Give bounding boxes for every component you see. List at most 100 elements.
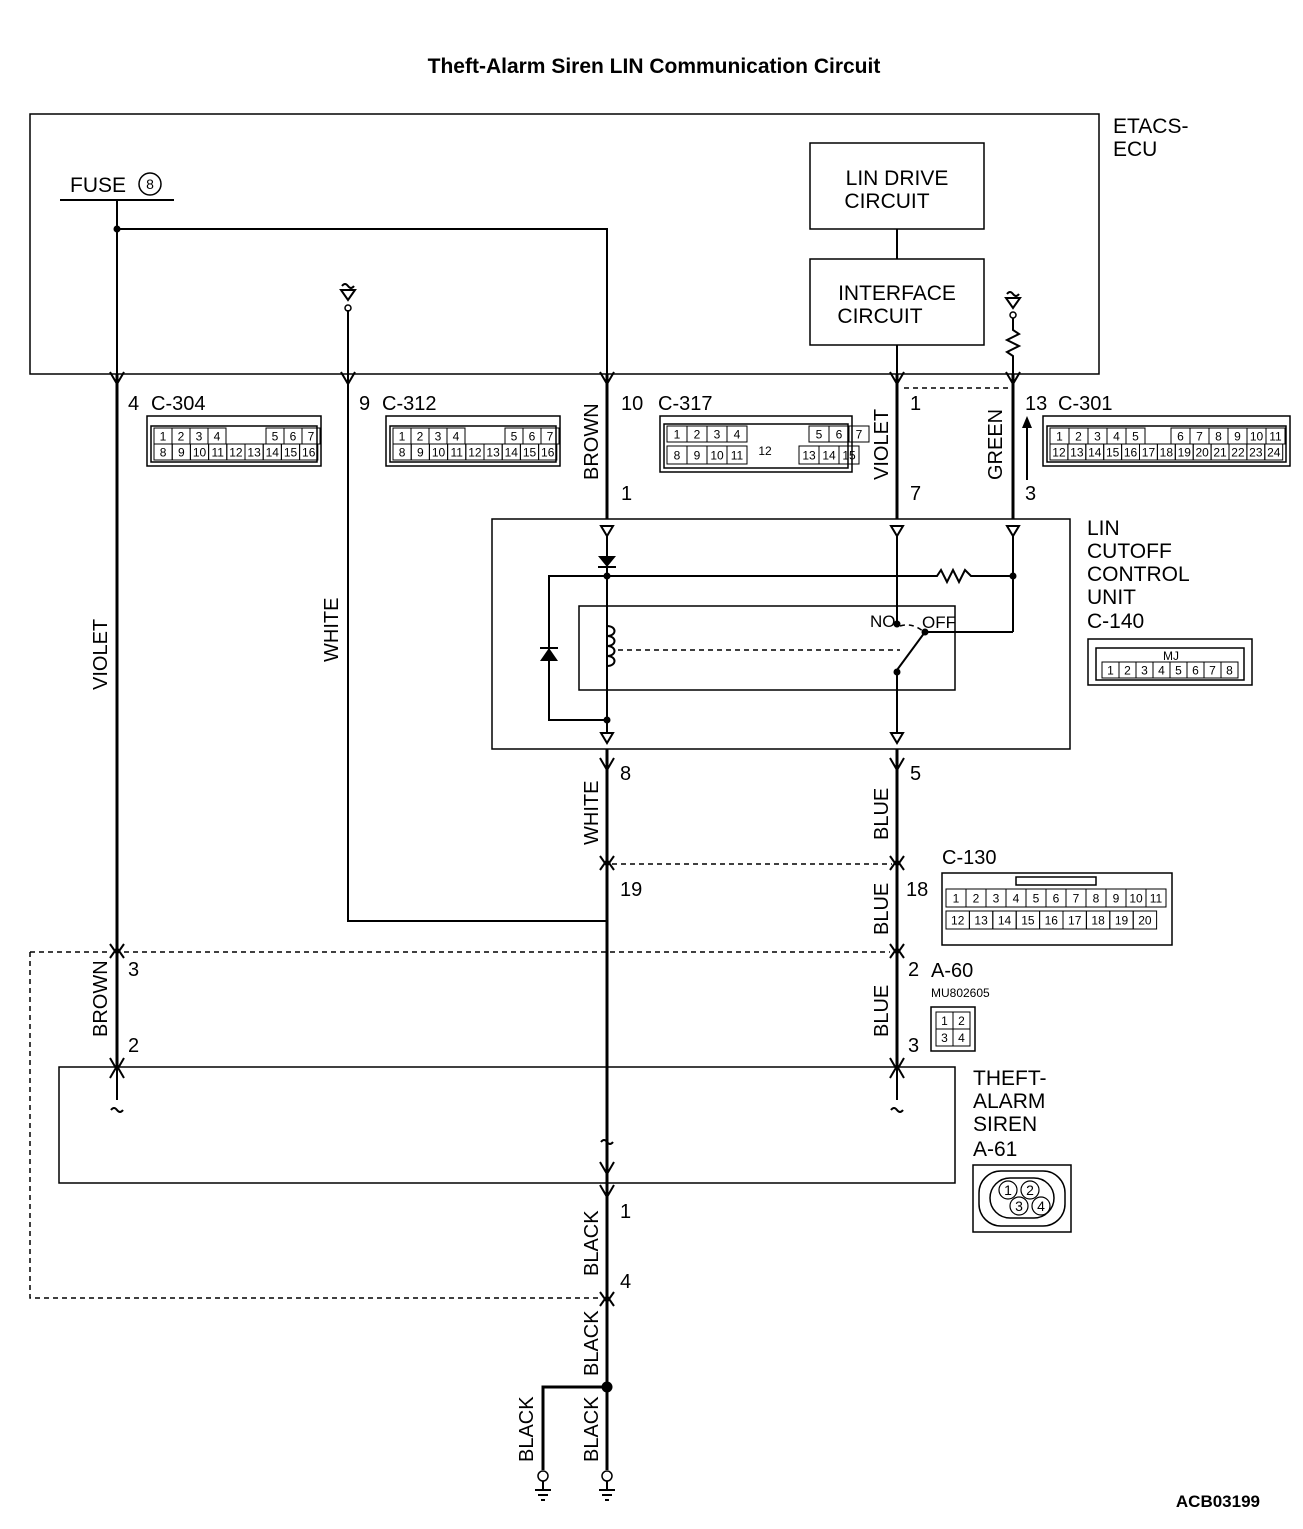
connector-pin-number: 7 bbox=[1073, 892, 1080, 906]
interface-label-2: CIRCUIT bbox=[837, 305, 922, 328]
a61-pin-number: 3 bbox=[1015, 1198, 1023, 1214]
connector-pin-number: 15 bbox=[842, 449, 856, 463]
connector-pin-cell bbox=[848, 425, 870, 443]
siren-connector: A-61 bbox=[973, 1138, 1017, 1161]
connector-pin-number: 4 bbox=[734, 428, 741, 442]
connector-pin-number: 12 bbox=[951, 914, 965, 928]
connector-pin-number: 9 bbox=[1234, 430, 1241, 444]
connector-pin-number: 1 bbox=[941, 1014, 948, 1028]
connector-pin-number: 2 bbox=[417, 430, 424, 444]
connector-pin-number: 4 bbox=[1158, 664, 1165, 678]
connector-pin-number: 4 bbox=[453, 430, 460, 444]
siren-pin-blue: 3 bbox=[908, 1035, 919, 1057]
connector-pin-number: 14 bbox=[998, 914, 1012, 928]
a61-pin-number: 4 bbox=[1037, 1198, 1045, 1214]
wire-blue-2: BLUE bbox=[871, 883, 893, 935]
connector-pin-cell bbox=[1132, 910, 1158, 930]
connector-pin-number: 8 bbox=[160, 446, 167, 460]
connector-pin-number: 10 bbox=[1250, 430, 1264, 444]
wire-black-1: BLACK bbox=[581, 1210, 603, 1276]
connector-pin-number: 13 bbox=[1070, 446, 1084, 460]
connector-pin-number: 2 bbox=[1075, 430, 1082, 444]
diagram-id: ACB03199 bbox=[1176, 1492, 1260, 1511]
lin-drive-label-1: LIN DRIVE bbox=[846, 167, 949, 190]
connector-pin-number: 4 bbox=[1013, 892, 1020, 906]
a61-pin-number: 1 bbox=[1004, 1182, 1012, 1198]
connector-pin-cell bbox=[726, 425, 748, 443]
connector-pin-number: 10 bbox=[193, 446, 207, 460]
connector-pin-number: 1 bbox=[399, 430, 406, 444]
wire-brown-2: BROWN bbox=[90, 960, 112, 1037]
interface-label-1: INTERFACE bbox=[838, 282, 956, 305]
connector-pin-number: 16 bbox=[541, 446, 555, 460]
c140-tag: MJ bbox=[1163, 649, 1179, 663]
connector-pin-cell bbox=[838, 445, 860, 465]
connector-pin-number: 13 bbox=[247, 446, 261, 460]
siren-label-2: ALARM bbox=[973, 1090, 1045, 1113]
lin-in-pin-1: 1 bbox=[621, 483, 632, 505]
connector-pin-number: 12 bbox=[229, 446, 243, 460]
wire-blue-3: BLUE bbox=[871, 985, 893, 1037]
connector-pin-number: 5 bbox=[1033, 892, 1040, 906]
connector-pin-number: 15 bbox=[1021, 914, 1035, 928]
connector-pin-number: 4 bbox=[214, 430, 221, 444]
connector-pin-number: 7 bbox=[1209, 664, 1216, 678]
connector-pin-number: 4 bbox=[1113, 430, 1120, 444]
connector-pin-number: 14 bbox=[1088, 446, 1102, 460]
connector-pin-number: 1 bbox=[1056, 430, 1063, 444]
connector-pin-number: 12 bbox=[1052, 446, 1066, 460]
connector-pin-number: 5 bbox=[1132, 430, 1139, 444]
connector-pin-cell bbox=[952, 1028, 971, 1047]
c301-id: C-301 bbox=[1058, 393, 1112, 415]
connector-pin-number: 7 bbox=[547, 430, 554, 444]
connector-pin-number: 13 bbox=[974, 914, 988, 928]
connector-pin-number: 5 bbox=[272, 430, 279, 444]
lin-cutoff-label-2: CUTOFF bbox=[1087, 540, 1172, 563]
lin-cutoff-label-1: LIN bbox=[1087, 517, 1120, 540]
connector-pin-number: 1 bbox=[674, 428, 681, 442]
connector-pin-number: 3 bbox=[435, 430, 442, 444]
wire-green: GREEN bbox=[985, 409, 1007, 480]
connector-pin-number: 11 bbox=[211, 446, 224, 460]
connector-pin-number: 16 bbox=[1124, 446, 1138, 460]
connector-pin-number: 9 bbox=[178, 446, 185, 460]
wire-violet-lin: VIOLET bbox=[871, 409, 893, 480]
connector-pin-number: 3 bbox=[941, 1031, 948, 1045]
lin-drive-pin: 1 bbox=[910, 393, 921, 415]
connector-pin-number: 18 bbox=[1091, 914, 1105, 928]
connector-pin-number: 6 bbox=[1177, 430, 1184, 444]
connector-pin-number: 15 bbox=[1106, 446, 1120, 460]
switch-off: OFF bbox=[922, 613, 956, 632]
connector-pin-number: 11 bbox=[1150, 892, 1163, 906]
connector-pin-number: 12 bbox=[468, 446, 482, 460]
connector-pin-number: 10 bbox=[710, 449, 724, 463]
connector-pin-number: 8 bbox=[399, 446, 406, 460]
connector-pin-number: 19 bbox=[1178, 446, 1192, 460]
connector-pin-number: 9 bbox=[417, 446, 424, 460]
connector-pin-number: 3 bbox=[993, 892, 1000, 906]
connector-pin-number: 8 bbox=[1215, 430, 1222, 444]
a60-pin-violet: 3 bbox=[128, 959, 139, 981]
connector-pin-cell bbox=[538, 443, 558, 461]
siren-label-1: THEFT- bbox=[973, 1067, 1047, 1090]
connector-pin-number: 21 bbox=[1213, 446, 1227, 460]
ground-joint-pin: 4 bbox=[620, 1271, 631, 1293]
c130-pin-18: 18 bbox=[906, 879, 928, 901]
c312-id: C-312 bbox=[382, 393, 436, 415]
connector-pin-number: 6 bbox=[290, 430, 297, 444]
wire-brown: BROWN bbox=[581, 403, 603, 480]
a61-pin-circle bbox=[1020, 1180, 1040, 1200]
connector-pin-number: 11 bbox=[731, 449, 744, 463]
fuse-label: FUSE bbox=[70, 174, 126, 197]
c304-id: C-304 bbox=[151, 393, 205, 415]
a61-pin-circle bbox=[998, 1180, 1018, 1200]
c304-pin: 4 bbox=[128, 393, 139, 415]
lin-cutoff-label-3: CONTROL bbox=[1087, 563, 1190, 586]
lin-cutoff-label-4: UNIT bbox=[1087, 586, 1136, 609]
